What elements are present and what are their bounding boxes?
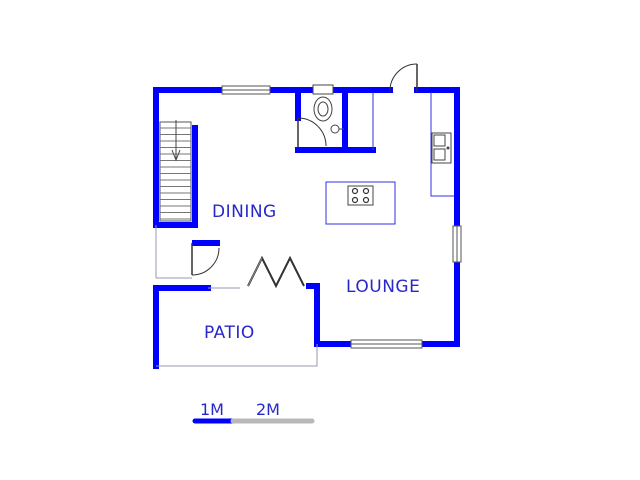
toilet bbox=[312, 84, 334, 122]
dining-door bbox=[191, 243, 220, 276]
wc-door bbox=[297, 117, 327, 148]
window-top bbox=[221, 85, 271, 95]
basin bbox=[330, 124, 344, 134]
folding-doors bbox=[247, 255, 305, 289]
kitchen-sink bbox=[431, 132, 452, 164]
patio-outline bbox=[156, 344, 318, 367]
staircase bbox=[159, 120, 192, 222]
room-label-patio: PATIO bbox=[204, 323, 255, 343]
thin-outlines bbox=[155, 92, 454, 367]
scale-bar: 1M 2M bbox=[192, 400, 315, 424]
room-label-dining: DINING bbox=[212, 202, 277, 222]
stove-hob bbox=[347, 185, 374, 206]
doors bbox=[191, 63, 418, 289]
scale-label-2m: 2M bbox=[256, 400, 280, 419]
outer-walls bbox=[153, 87, 460, 369]
kitchen-island bbox=[325, 181, 396, 225]
front-door bbox=[389, 63, 418, 93]
window-right bbox=[452, 225, 462, 263]
room-label-lounge: LOUNGE bbox=[346, 277, 420, 297]
windows bbox=[221, 85, 462, 349]
scale-label-1m: 1M bbox=[200, 400, 224, 419]
window-bottom bbox=[350, 339, 423, 349]
kitchen-counter bbox=[430, 92, 454, 197]
